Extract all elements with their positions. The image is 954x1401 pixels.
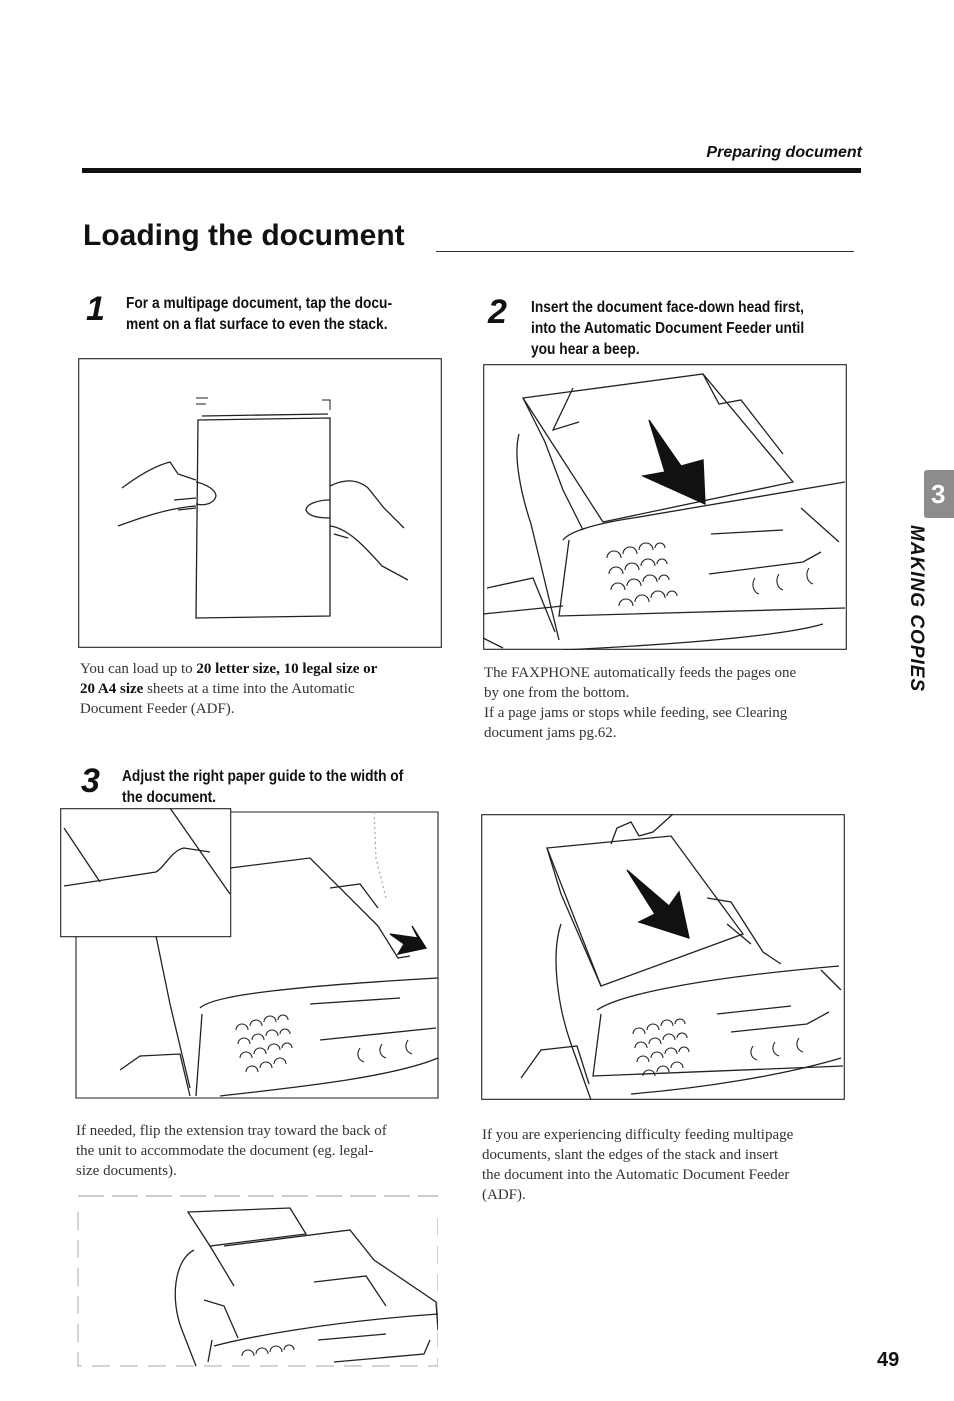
step-2-description: The FAXPHONE automatically feeds the pag… [484, 663, 874, 743]
illustration-fax-paper-guide [60, 808, 440, 1100]
illustration-fax-slanted-stack [481, 814, 845, 1100]
step-3-text-line: the unit to accommodate the document (eg… [76, 1143, 374, 1159]
section-title: Preparing document [706, 144, 862, 161]
fax-machine-icon [77, 1195, 438, 1367]
illustration-fax-insert-document [483, 364, 847, 650]
step-2-line: Insert the document face-down head first… [531, 299, 804, 316]
step-2-text-line: by one from the bottom. [484, 685, 630, 701]
page-number: 49 [877, 1349, 900, 1371]
step-1-text-line: Document Feeder (ADF). [80, 701, 235, 717]
extra-tip-text-line: (ADF). [482, 1187, 526, 1203]
step-2-line: into the Automatic Document Feeder until [531, 320, 805, 337]
step-3-line: the document. [122, 789, 217, 806]
step-1-instruction: For a multipage document, tap the docu- … [126, 293, 436, 335]
step-number-2: 2 [488, 293, 507, 331]
step-2-line: you hear a beep. [531, 341, 640, 358]
step-3-text-line: size documents). [76, 1163, 177, 1179]
illustration-fax-extension-tray [74, 1190, 438, 1368]
step-3-text-line: If needed, flip the extension tray towar… [76, 1123, 387, 1139]
step-3-description: If needed, flip the extension tray towar… [76, 1121, 466, 1181]
step-2-instruction: Insert the document face-down head first… [531, 297, 849, 360]
heading-underline [436, 251, 854, 252]
step-2-text-line: The FAXPHONE automatically feeds the pag… [484, 665, 797, 681]
extra-tip-text-line: documents, slant the edges of the stack … [482, 1147, 779, 1163]
step-number-3: 3 [81, 762, 100, 800]
page-heading: Loading the document [83, 219, 405, 252]
chapter-tab: 3 [924, 470, 954, 518]
step-2-text-line: document jams pg.62. [484, 725, 617, 741]
chapter-label: MAKING COPIES [906, 525, 927, 693]
step-1-line: ment on a flat surface to even the stack… [126, 316, 388, 333]
header-rule [82, 168, 861, 173]
illustration-hands-tapping-stack [78, 358, 442, 648]
extra-tip-text-line: If you are experiencing difficulty feedi… [482, 1127, 794, 1143]
step-3-instruction: Adjust the right paper guide to the widt… [122, 766, 449, 808]
extra-tip-description: If you are experiencing difficulty feedi… [482, 1125, 872, 1205]
fax-machine-icon [481, 814, 845, 1100]
step-3-line: Adjust the right paper guide to the widt… [122, 768, 404, 785]
step-1-description: You can load up to 20 letter size, 10 le… [80, 659, 460, 719]
step-1-line: For a multipage document, tap the docu- [126, 295, 393, 312]
step-1-text-line: You can load up to 20 letter size, 10 le… [80, 661, 378, 677]
fax-machine-icon [483, 364, 847, 650]
step-number-1: 1 [86, 290, 105, 328]
step-1-text-line: 20 A4 size sheets at a time into the Aut… [80, 681, 355, 697]
fax-machine-icon [60, 808, 439, 1099]
extra-tip-text-line: the document into the Automatic Document… [482, 1167, 790, 1183]
hands-paper-stack-icon [78, 358, 442, 648]
chapter-number: 3 [931, 479, 946, 509]
step-2-text-line: If a page jams or stops while feeding, s… [484, 705, 788, 721]
